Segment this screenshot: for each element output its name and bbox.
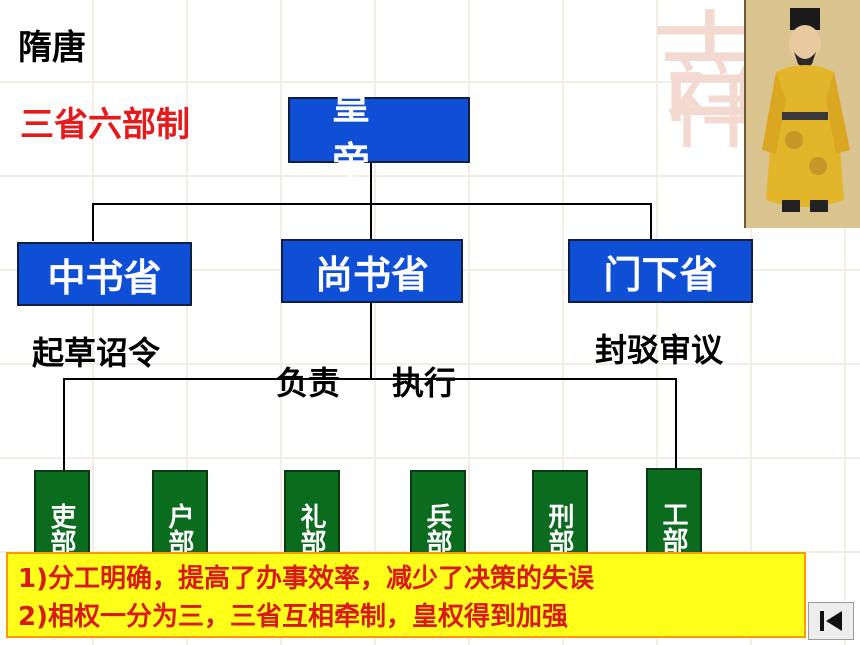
zhongshu-role-label: 起草诏令 [32,334,161,372]
emperor-stem-line [370,163,372,203]
shangshu-role-label-left: 负责 [276,364,341,402]
shangshu-province-box: 尚书省 [281,239,463,303]
zhongshu-drop-line [92,203,94,241]
emperor-portrait [744,0,860,228]
ministry-drop-line [675,378,677,468]
ministry-stem-line [370,303,372,379]
back-to-start-icon [820,611,842,631]
emperor-box: 皇帝 [288,84,470,183]
page-title: 隋唐 [18,28,86,68]
summary-panel: 1)分工明确，提高了办事效率，减少了决策的失误 2)相权一分为三，三省互相牵制，… [6,552,806,638]
summary-line-2: 2)相权一分为三，三省互相牵制，皇权得到加强 [18,602,568,632]
shangshu-role-label-right: 执行 [392,364,457,402]
shangshu-drop-line [370,203,372,239]
ministry-branch-line [63,378,677,380]
system-title: 三省六部制 [20,105,190,145]
emperor-portrait-figure [746,0,860,228]
ministry-drop-line [63,378,65,470]
back-to-start-button[interactable] [808,602,854,640]
menxia-province-box: 门下省 [568,239,753,303]
menxia-drop-line [650,203,652,239]
summary-line-1: 1)分工明确，提高了办事效率，减少了决策的失误 [18,564,594,594]
menxia-role-label: 封驳审议 [595,331,724,369]
province-branch-line [92,203,652,205]
zhongshu-province-box: 中书省 [17,242,192,306]
